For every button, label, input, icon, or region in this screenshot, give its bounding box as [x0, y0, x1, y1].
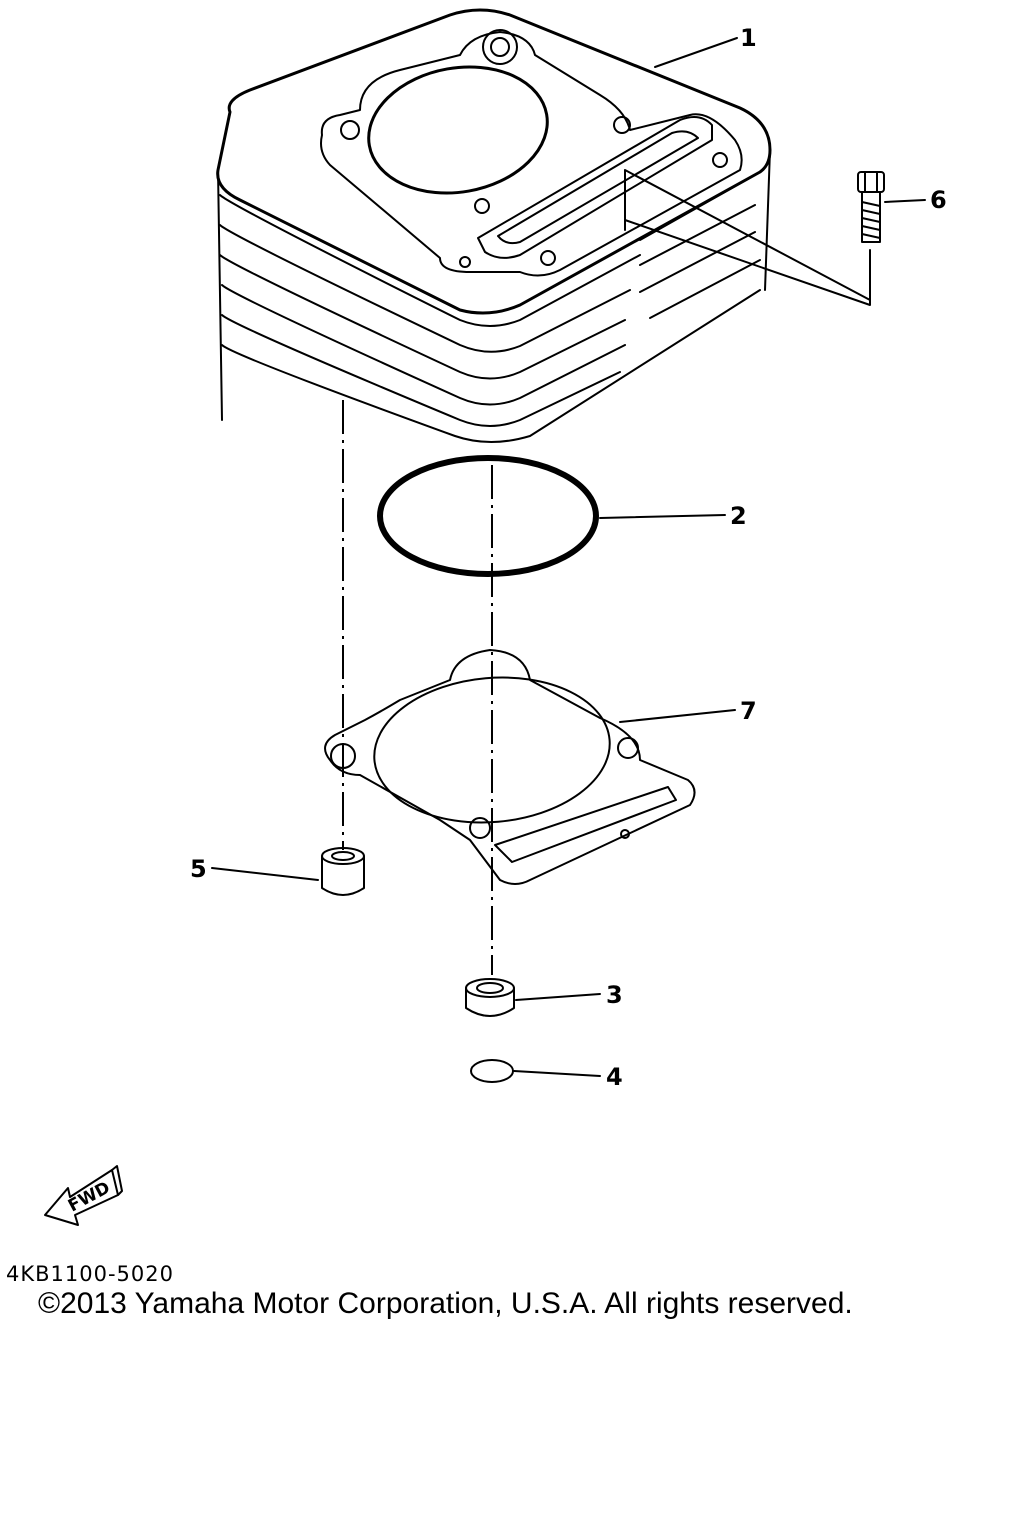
callout-2: 2 [730, 502, 747, 530]
callout-4: 4 [606, 1063, 623, 1091]
leader-lines [211, 37, 926, 1077]
callout-1: 1 [740, 24, 757, 52]
cylinder-gasket-part [324, 649, 696, 885]
bolt-alignment-line [624, 169, 871, 306]
fwd-arrow-icon: FWD [44, 1165, 123, 1226]
bolt-part [857, 171, 885, 243]
diagram-code: 4KB1100-5020 [6, 1262, 174, 1286]
o-ring-part [377, 455, 599, 577]
dowel-pin-left-part [321, 847, 365, 896]
copyright-notice: ©2013 Yamaha Motor Corporation, U.S.A. A… [38, 1287, 853, 1320]
cylinder-part [216, 8, 772, 443]
callout-5: 5 [190, 855, 207, 883]
dowel-pin-right-part [465, 978, 515, 1017]
callout-6: 6 [930, 186, 947, 214]
small-o-ring-part [470, 1059, 514, 1083]
callout-7: 7 [740, 697, 757, 725]
callout-3: 3 [606, 981, 623, 1009]
